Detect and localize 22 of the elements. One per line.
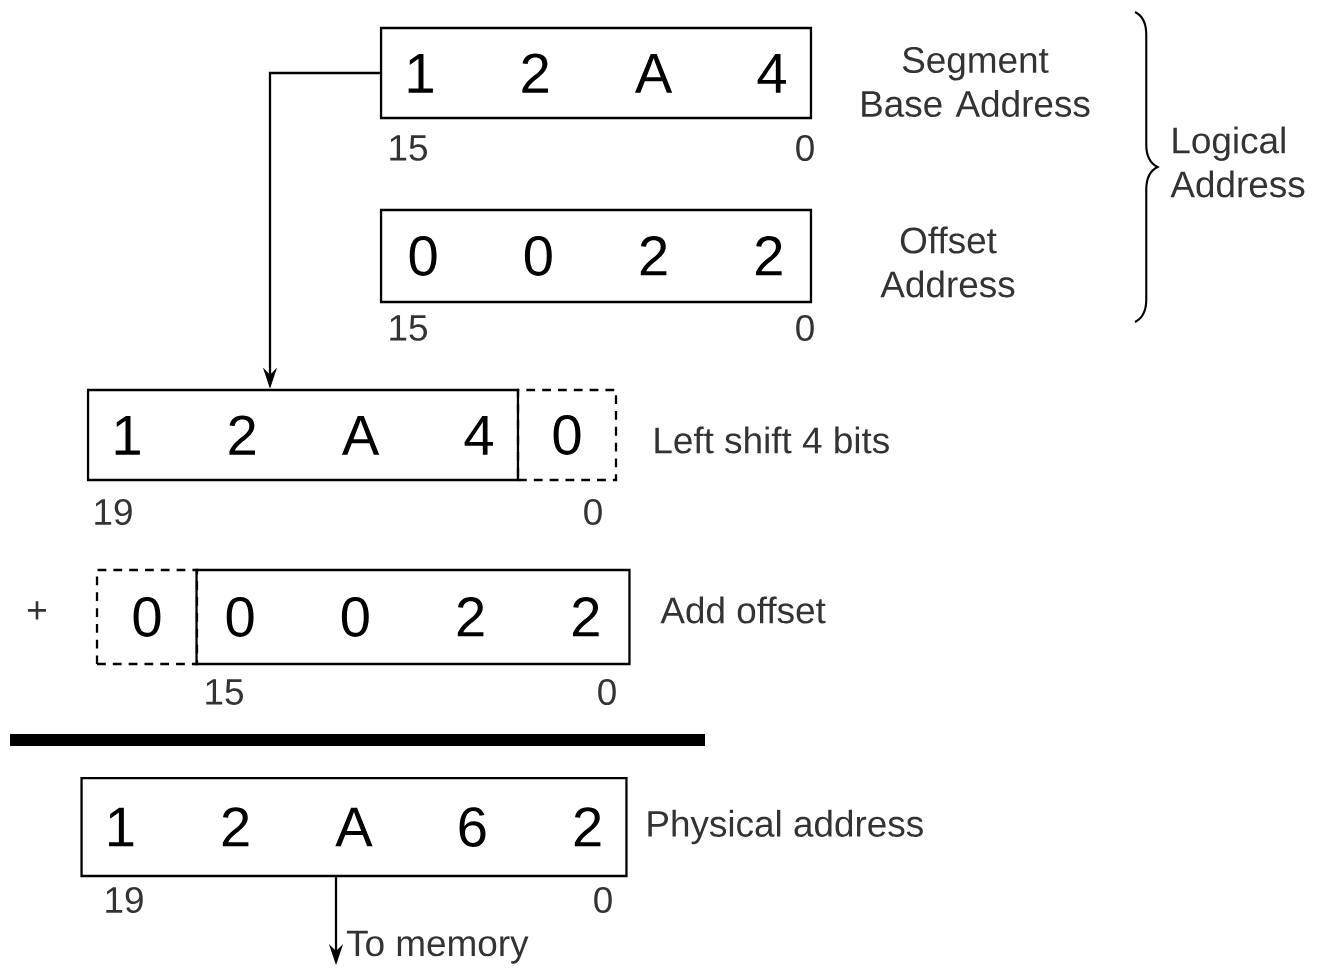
register-caption: Physical address <box>648 809 923 845</box>
register-box: 1 2 A 6 2 <box>80 776 628 878</box>
register-box: 0 0 2 2 <box>195 568 631 666</box>
bracket-label: Logical Address <box>1170 126 1305 198</box>
bit-number: 15 <box>390 315 427 341</box>
register-caption: Segment Base Address <box>862 46 1090 117</box>
bit-number: 0 <box>796 134 814 162</box>
bit-number: 0 <box>598 678 616 706</box>
bit-number: 15 <box>206 679 243 705</box>
bit-number: 15 <box>390 135 427 161</box>
edge-label: To memory <box>346 930 529 964</box>
bit-number: 0 <box>584 498 602 526</box>
register-box: 0 <box>516 388 618 482</box>
bit-number: + <box>28 601 46 620</box>
register-caption: Offset Address <box>880 226 1015 298</box>
register-box: 0 <box>95 568 199 666</box>
register-box: 1 2 A 4 <box>379 26 813 120</box>
register-box: 0 0 2 2 <box>379 208 813 304</box>
register-caption: Left shift 4 bits <box>655 426 889 454</box>
register-box: 1 2 A 4 <box>86 388 520 482</box>
bit-number: 19 <box>95 498 132 526</box>
register-caption: Add offset <box>660 596 826 624</box>
